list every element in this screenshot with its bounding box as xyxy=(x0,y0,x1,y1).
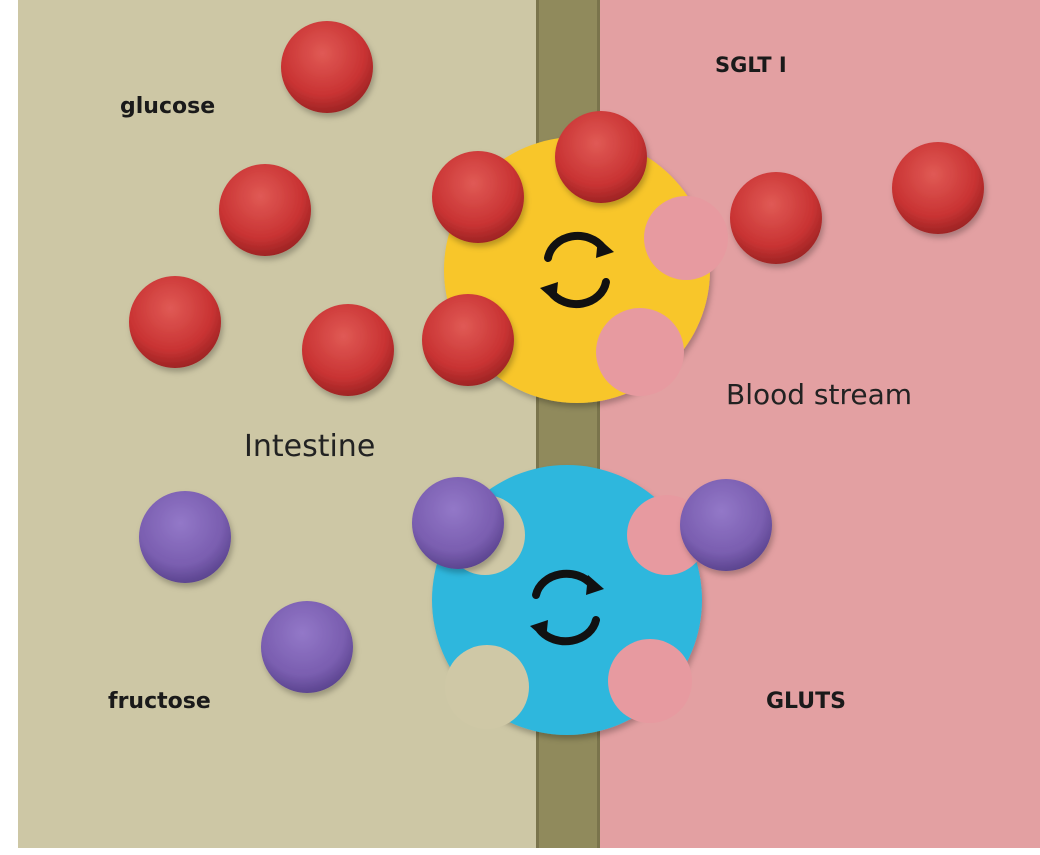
glucose-molecule xyxy=(892,142,984,234)
fructose-molecule xyxy=(261,601,353,693)
fructose-molecule xyxy=(680,479,772,571)
glucose-molecule xyxy=(281,21,373,113)
intestine-region xyxy=(18,0,538,855)
glucose-molecule xyxy=(422,294,514,386)
glut-empty-site-bottom-right xyxy=(608,639,692,723)
gluts-label: GLUTS xyxy=(766,689,846,714)
blood-stream-region xyxy=(600,0,1040,855)
glucose-molecule xyxy=(219,164,311,256)
glucose-molecule xyxy=(555,111,647,203)
fructose-label: fructose xyxy=(108,689,211,714)
fructose-molecule xyxy=(412,477,504,569)
rotation-arrows-icon xyxy=(530,569,604,646)
membrane-edge-right xyxy=(597,0,600,855)
glucose-molecule xyxy=(129,276,221,368)
membrane-edge-left xyxy=(536,0,539,855)
sglt-label: SGLT I xyxy=(715,53,787,77)
glucose-molecules xyxy=(129,21,984,396)
blood-stream-label: Blood stream xyxy=(726,378,912,411)
intestine-label: Intestine xyxy=(244,429,375,464)
bottom-strip xyxy=(0,848,1040,855)
glucose-molecule xyxy=(432,151,524,243)
fructose-molecules xyxy=(139,477,772,693)
glucose-label: glucose xyxy=(120,94,215,119)
rotation-arrows-icon xyxy=(540,231,614,309)
glut-empty-site-bottom-left xyxy=(445,645,529,729)
sglt-empty-site-lower xyxy=(596,308,684,396)
fructose-molecule xyxy=(139,491,231,583)
glucose-molecule xyxy=(302,304,394,396)
glucose-molecule xyxy=(730,172,822,264)
sglt-empty-site-right xyxy=(644,196,728,280)
